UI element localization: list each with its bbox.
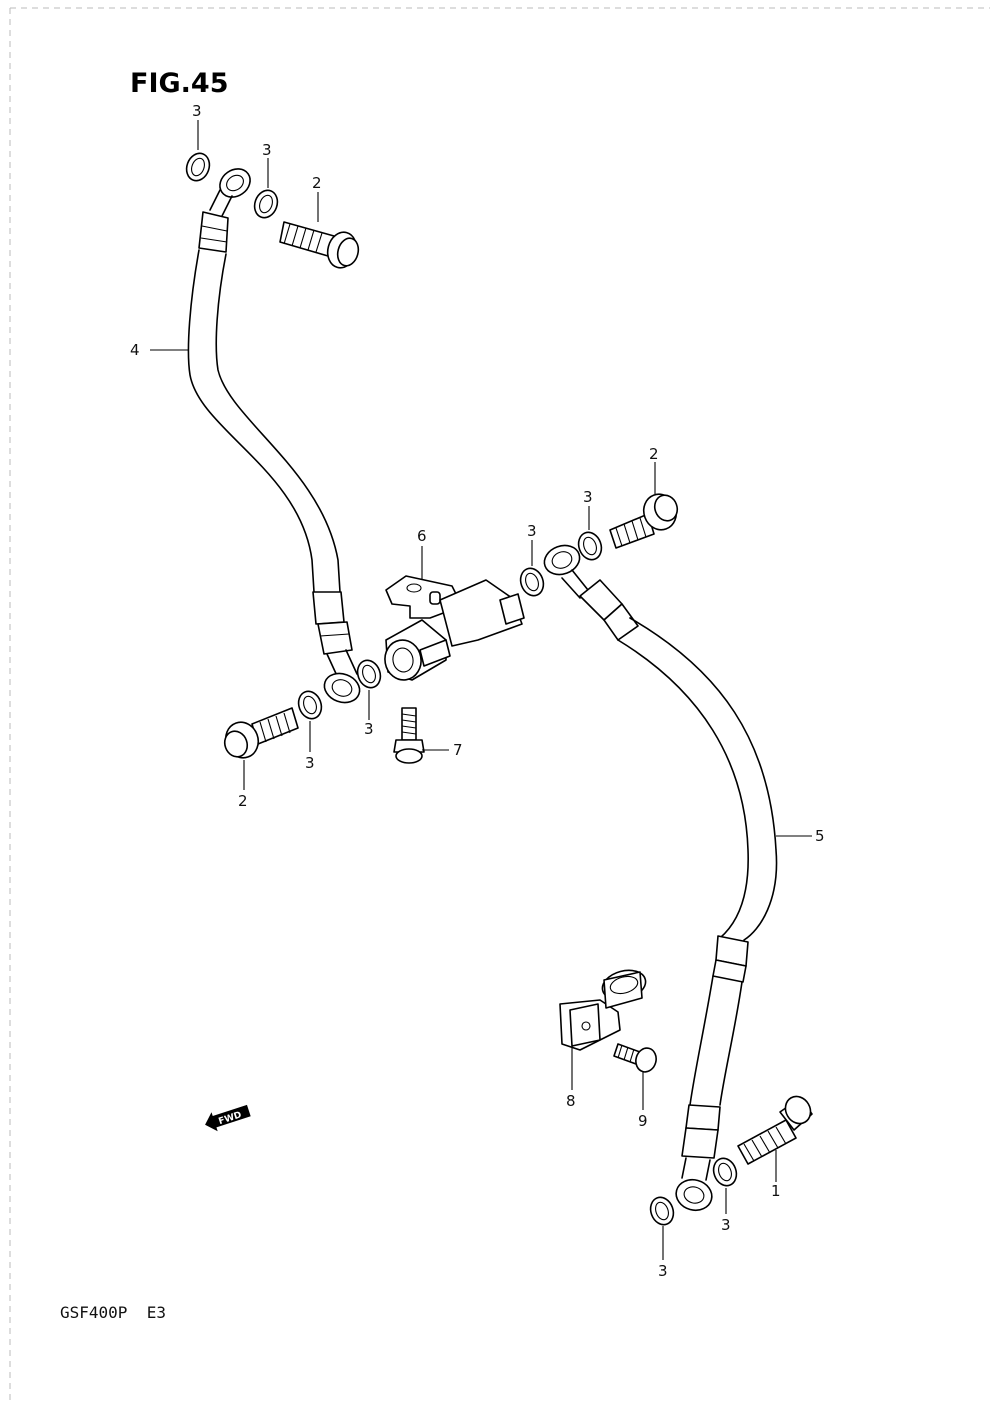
callout-2: 2 xyxy=(238,792,248,810)
hose-joint xyxy=(384,575,525,681)
washer-7 xyxy=(712,1157,738,1187)
callout-3: 3 xyxy=(721,1216,731,1234)
union-bolt-right xyxy=(609,493,679,549)
page-frame xyxy=(9,7,990,1405)
callout-5: 5 xyxy=(815,827,825,845)
callouts: 3 3 2 4 2 3 3 6 3 3 7 2 5 8 9 1 3 3 xyxy=(130,102,825,1280)
bolt-9 xyxy=(613,1043,657,1073)
callout-3: 3 xyxy=(583,488,593,506)
callout-3: 3 xyxy=(658,1262,668,1280)
union-bolt-top xyxy=(279,221,360,269)
callout-2: 2 xyxy=(649,445,659,463)
fwd-arrow-icon: FWD xyxy=(205,1104,251,1132)
washers xyxy=(185,152,738,1226)
callout-2: 2 xyxy=(312,174,322,192)
washer-5 xyxy=(356,659,382,689)
callout-3: 3 xyxy=(305,754,315,772)
figure-title: FIG.45 xyxy=(130,68,228,99)
brake-hose-upper xyxy=(187,168,361,704)
callout-8: 8 xyxy=(566,1092,576,1110)
callout-6: 6 xyxy=(417,527,427,545)
callout-9: 9 xyxy=(638,1112,648,1130)
model-code: GSF400P E3 xyxy=(60,1303,166,1322)
leader-lines xyxy=(150,120,812,1260)
brake-hose-lower xyxy=(543,544,778,1212)
callout-1: 1 xyxy=(771,1182,781,1200)
washer-2 xyxy=(253,189,279,219)
washer-8 xyxy=(649,1196,675,1226)
hose-clamp xyxy=(559,969,647,1051)
callout-3: 3 xyxy=(262,141,272,159)
callout-3: 3 xyxy=(527,522,537,540)
callout-4: 4 xyxy=(130,341,140,359)
bolt-7 xyxy=(393,707,425,764)
callout-7: 7 xyxy=(453,741,463,759)
union-bolt-left xyxy=(223,707,299,759)
callout-3: 3 xyxy=(364,720,374,738)
washer-4 xyxy=(519,567,545,597)
washer-6 xyxy=(297,690,323,720)
washer-3 xyxy=(577,531,603,561)
union-bolt-long xyxy=(737,1095,813,1165)
washer-1 xyxy=(185,152,211,182)
callout-3: 3 xyxy=(192,102,202,120)
fwd-label: FWD xyxy=(217,1110,242,1127)
